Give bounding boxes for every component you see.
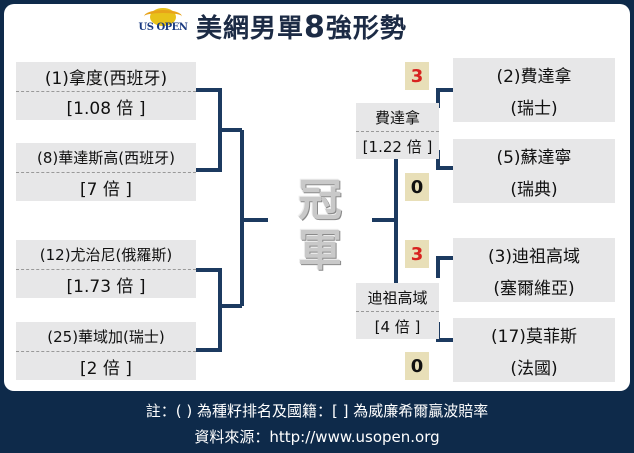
semifinal-top: 費達拿 [1.22 倍 ]	[356, 103, 439, 159]
footer-source: 資料來源：http://www.usopen.org	[194, 428, 440, 446]
right-player-3: (3)迪祖高域 (塞爾維亞)	[453, 238, 615, 302]
title-number: 8	[304, 10, 326, 45]
player-name: (5)蘇達寧	[496, 147, 572, 168]
footer-note: 註：( ) 為種籽排名及國籍：[ ] 為威廉希爾贏波賠率	[145, 402, 489, 420]
champion-char-2: 軍	[298, 225, 342, 276]
semifinal-name: 迪祖高域	[356, 283, 439, 312]
score-1: 3	[405, 62, 429, 90]
player-name: (1)拿度(西班牙)	[16, 62, 196, 92]
right-player-2: (5)蘇達寧 (瑞典)	[453, 139, 615, 203]
score-2: 0	[405, 173, 429, 201]
player-odds: [2 倍 ]	[80, 359, 132, 379]
title-rest: 強形勢	[325, 14, 407, 44]
us-open-logo: US OPEN	[134, 8, 192, 38]
score-value: 3	[410, 243, 424, 265]
player-odds: [1.73 倍 ]	[66, 277, 146, 297]
player-name: (25)華域加(瑞士)	[16, 322, 196, 352]
player-name: (2)費達拿	[496, 66, 572, 87]
semifinal-bottom: 迪祖高域 [4 倍 ]	[356, 283, 439, 339]
logo-flame-icon	[144, 10, 182, 23]
left-player-1: (1)拿度(西班牙) [1.08 倍 ]	[16, 62, 196, 120]
player-country: (瑞典)	[510, 179, 558, 200]
champion-char-1: 冠	[298, 175, 342, 226]
score-value: 0	[410, 355, 424, 377]
semifinal-odds: [1.22 倍 ]	[362, 137, 433, 156]
left-player-2: (8)華達斯高(西班牙) [7 倍 ]	[16, 143, 196, 201]
page-title: 美網男單8強形勢	[196, 8, 407, 45]
title-main: 美網男單	[196, 14, 305, 44]
player-odds: [7 倍 ]	[80, 180, 132, 200]
right-player-4: (17)莫菲斯 (法國)	[453, 318, 615, 382]
left-player-4: (25)華域加(瑞士) [2 倍 ]	[16, 322, 196, 380]
player-country: (塞爾維亞)	[493, 278, 575, 299]
left-player-3: (12)尤治尼(俄羅斯) [1.73 倍 ]	[16, 240, 196, 298]
score-4: 0	[405, 352, 429, 380]
semifinal-name: 費達拿	[356, 103, 439, 132]
semifinal-odds: [4 倍 ]	[374, 317, 421, 336]
player-name: (8)華達斯高(西班牙)	[16, 143, 196, 173]
logo-text: US OPEN	[138, 22, 188, 33]
score-value: 3	[410, 65, 424, 87]
score-value: 0	[410, 176, 424, 198]
champion-label: 冠 軍	[292, 176, 348, 276]
player-name: (17)莫菲斯	[491, 326, 577, 347]
score-3: 3	[405, 240, 429, 268]
player-country: (瑞士)	[510, 98, 558, 119]
player-name: (12)尤治尼(俄羅斯)	[16, 240, 196, 270]
player-country: (法國)	[510, 358, 558, 379]
player-name: (3)迪祖高域	[487, 246, 581, 267]
player-odds: [1.08 倍 ]	[66, 99, 146, 119]
right-player-1: (2)費達拿 (瑞士)	[453, 58, 615, 122]
